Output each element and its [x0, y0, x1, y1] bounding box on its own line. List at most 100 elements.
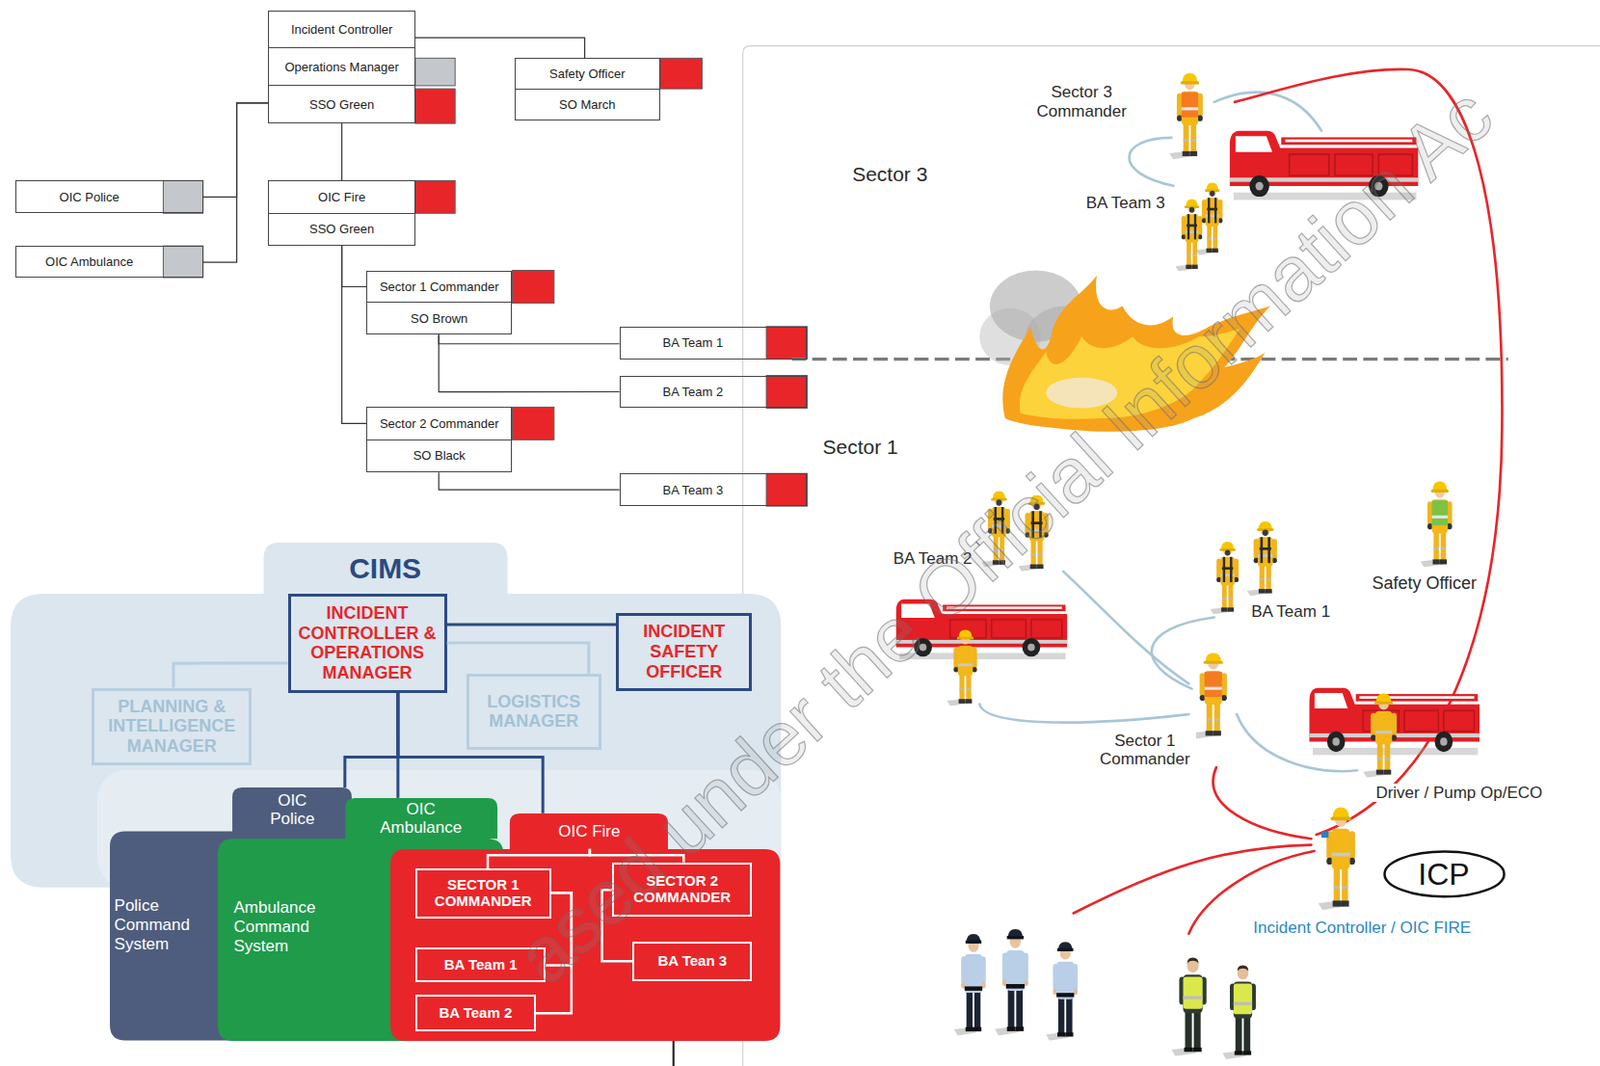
node-text: BA Team 3	[663, 482, 724, 498]
node-text: Safety Officer	[515, 58, 660, 89]
org-chart-box: BA Team 1	[619, 326, 808, 360]
connector	[447, 622, 617, 626]
status-square	[415, 57, 455, 86]
illustration-label: Sector 1	[819, 435, 901, 459]
panel-frame	[743, 46, 1600, 1066]
node-text: BA Team 2	[663, 384, 724, 400]
label-holder: Sector 3 Commander	[1030, 82, 1133, 121]
node-text: OIC Fire	[516, 813, 662, 850]
label-holder: Driver / Pump Op/ECO	[1372, 783, 1546, 803]
ba-set	[1206, 190, 1218, 224]
sector-box: BA Team 2	[415, 994, 536, 1032]
firefighter-figure	[1420, 481, 1453, 568]
ambulance-figure	[1222, 965, 1256, 1060]
hose-line	[1214, 92, 1322, 132]
node-text: SO March	[515, 88, 660, 120]
cims-role-box: LOGISTICS MANAGER	[466, 673, 602, 750]
connector	[589, 849, 684, 863]
firefighter-figure	[1192, 652, 1227, 739]
connector	[203, 103, 269, 263]
status-square	[415, 180, 455, 214]
label-holder: Sector 1	[819, 435, 901, 459]
status-square	[511, 406, 554, 440]
label-holder: Sector 3	[849, 162, 931, 187]
connector	[396, 693, 400, 799]
label-holder: Sector 1 Commander	[1093, 731, 1197, 770]
node-text: Sector 1 Commander	[367, 271, 511, 303]
commander-vest	[1181, 92, 1199, 118]
node-text: ICP	[1417, 858, 1469, 890]
node-text: BA Tean 3	[657, 953, 727, 970]
watermark-text: ased under the Official Information Ac	[500, 70, 1511, 1001]
connector	[203, 103, 269, 197]
sector-box: BA Tean 3	[632, 941, 752, 982]
illustration-label: BA Team 3	[1083, 193, 1169, 214]
cims-role-box: INCIDENT CONTROLLER & OPERATIONS MANAGER	[288, 593, 448, 694]
status-square	[415, 88, 455, 124]
connector	[345, 693, 399, 788]
org-chart-box: BA Team 2	[619, 375, 808, 409]
connector	[342, 245, 367, 424]
node-text: OIC Ambulance	[45, 254, 134, 269]
folder-outline	[390, 813, 780, 1041]
continuation-line	[672, 1040, 675, 1066]
node-text: SO Brown	[367, 301, 511, 334]
connector	[545, 892, 571, 965]
hose-line	[1129, 137, 1174, 187]
armband	[1321, 831, 1329, 838]
commander-vest	[1204, 671, 1223, 697]
firefighter-figure	[1247, 521, 1278, 596]
node-text: BA Team 2	[438, 1005, 512, 1022]
connector	[447, 642, 589, 674]
node-text: Operations Manager	[268, 47, 414, 85]
org-chart-box: OIC Ambulance	[15, 245, 204, 278]
ellipse-outline	[1384, 851, 1504, 897]
firefighter-figure	[1210, 541, 1239, 614]
radio-link	[1213, 767, 1312, 839]
illustration-label: Sector 3	[849, 162, 931, 187]
label-holder: BA Team 3	[1083, 193, 1169, 214]
cims-role-box: INCIDENT SAFETY OFFICER	[615, 613, 752, 691]
illustration-label: Sector 1 Commander	[1093, 731, 1197, 770]
status-square	[162, 245, 203, 278]
node-text: SO Black	[367, 439, 511, 472]
node-text: INCIDENT CONTROLLER & OPERATIONS MANAGER	[294, 603, 441, 684]
node-text: PLANNING & INTELLIGENCE MANAGER	[98, 696, 245, 757]
node-text: LOGISTICS MANAGER	[473, 692, 595, 732]
ambulance-figure	[1171, 957, 1206, 1056]
icp-ellipse: ICP	[1383, 850, 1506, 899]
connector	[415, 37, 586, 58]
label-holder: Safety Officer	[1368, 573, 1480, 594]
hose-line	[979, 703, 1189, 722]
firefighter-figure	[1175, 198, 1203, 271]
ba-set	[1222, 549, 1233, 583]
firefighter-figure	[1318, 806, 1356, 910]
connector	[602, 889, 634, 961]
node-text: OIC Police	[258, 787, 326, 832]
connector	[438, 334, 619, 392]
illustration-label: Incident Controller / OIC FIRE	[1250, 918, 1474, 938]
firefighter-figure	[1362, 693, 1397, 778]
node-text: INCIDENT SAFETY OFFICER	[622, 621, 746, 682]
org-chart-box: Safety OfficerSO March	[514, 57, 661, 121]
safety-vest	[1432, 500, 1448, 526]
connector	[438, 472, 619, 490]
org-chart-box: Incident ControllerOperations ManagerSSO…	[267, 10, 415, 125]
police-figure	[954, 933, 987, 1037]
node-text: CIMS	[263, 542, 507, 594]
node-text: OIC Police	[59, 189, 120, 205]
label-holder: ased under the Official Information Ac	[362, 491, 1600, 581]
org-chart-box: Sector 2 CommanderSO Black	[366, 406, 512, 473]
label-holder: BA Team 1	[1248, 602, 1334, 622]
connector	[342, 245, 367, 287]
node-text: Ambulance Command System	[233, 898, 342, 958]
status-square	[162, 180, 203, 214]
connector	[341, 123, 343, 181]
radio-link	[1073, 845, 1312, 914]
node-text: SSO Green	[268, 213, 414, 245]
node-text: OIC Ambulance	[367, 798, 476, 839]
cims-role-box: PLANNING & INTELLIGENCE MANAGER	[91, 688, 252, 766]
label-holder: Incident Controller / OIC FIRE	[1250, 918, 1474, 938]
status-square	[766, 473, 807, 507]
police-figure	[1045, 941, 1078, 1041]
